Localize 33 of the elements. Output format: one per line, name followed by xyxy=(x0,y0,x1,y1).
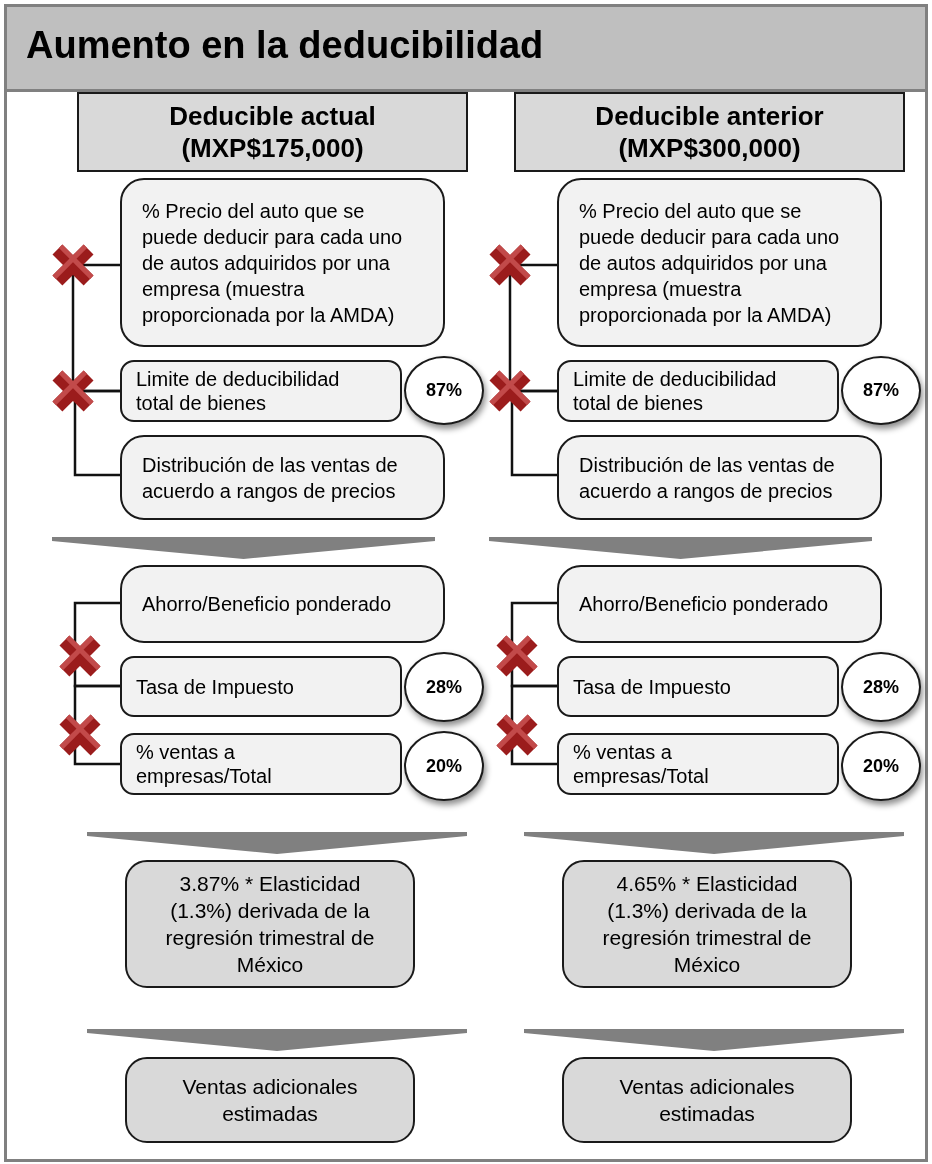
rounded-box: Limite de deducibilidad total de bienes xyxy=(120,360,402,422)
value-ellipse: 28% xyxy=(404,652,484,722)
value-ellipse: 87% xyxy=(841,356,921,425)
value-ellipse: 20% xyxy=(404,731,484,801)
header-box: Deducible actual (MXP$175,000) xyxy=(77,92,468,172)
result-box: Ventas adicionales estimadas xyxy=(562,1057,852,1143)
rounded-box: Tasa de Impuesto xyxy=(120,656,402,717)
rounded-box: % ventas a empresas/Total xyxy=(557,733,839,795)
value-ellipse: 20% xyxy=(841,731,921,801)
rounded-box: % Precio del auto que se puede deducir para cada uno de autos adquiridos por una empresa (muestra proporcionada por la AMDA) xyxy=(120,178,445,347)
rounded-box: Distribución de las ventas de acuerdo a rangos de precios xyxy=(120,435,445,520)
header-box: Deducible anterior (MXP$300,000) xyxy=(514,92,905,172)
chevron-arrow xyxy=(524,1029,904,1051)
chevron-arrow xyxy=(87,1029,467,1051)
connector-line xyxy=(510,389,557,477)
result-box: 4.65% * Elasticidad (1.3%) derivada de la regresión trimestral de México xyxy=(562,860,852,988)
result-box: Ventas adicionales estimadas xyxy=(125,1057,415,1143)
chevron-arrow xyxy=(52,537,435,559)
value-ellipse: 87% xyxy=(404,356,484,425)
rounded-box: Distribución de las ventas de acuerdo a rangos de precios xyxy=(557,435,882,520)
rounded-box: Limite de deducibilidad total de bienes xyxy=(557,360,839,422)
chevron-arrow xyxy=(87,832,467,854)
result-box: 3.87% * Elasticidad (1.3%) derivada de la regresión trimestral de México xyxy=(125,860,415,988)
value-ellipse: 28% xyxy=(841,652,921,722)
chevron-arrow xyxy=(524,832,904,854)
rounded-box: Tasa de Impuesto xyxy=(557,656,839,717)
chevron-arrow xyxy=(489,537,872,559)
rounded-box: % ventas a empresas/Total xyxy=(120,733,402,795)
rounded-box: % Precio del auto que se puede deducir para cada uno de autos adquiridos por una empresa (muestra proporcionada por la AMDA) xyxy=(557,178,882,347)
title: Aumento en la deducibilidad xyxy=(26,23,544,68)
rounded-box: Ahorro/Beneficio ponderado xyxy=(557,565,882,643)
rounded-box: Ahorro/Beneficio ponderado xyxy=(120,565,445,643)
connector-line xyxy=(73,389,120,477)
